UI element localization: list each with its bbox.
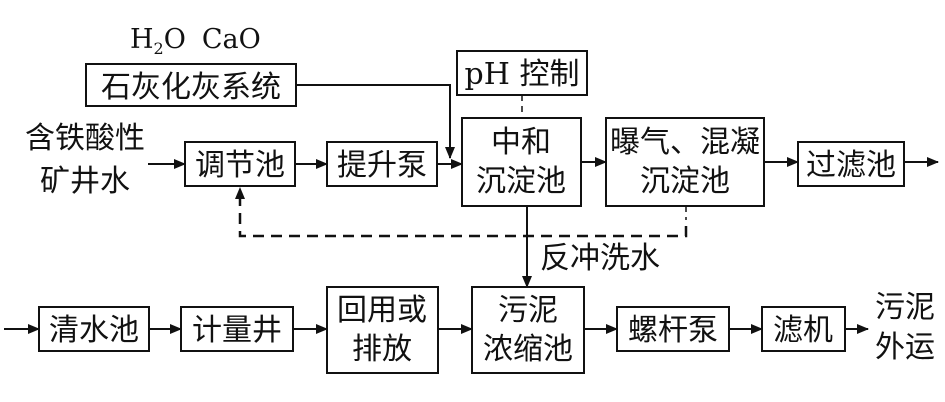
sludge-out-label-line2: 外运 <box>875 330 935 365</box>
neutralization-tank-box <box>461 117 582 207</box>
screw-pump-label: 螺杆泵 <box>628 313 718 348</box>
filter-press-label: 滤机 <box>773 313 833 348</box>
regulating-tank-box <box>184 141 296 187</box>
sludge-thickener-label-line1: 污泥 <box>498 293 558 328</box>
input-label-line1: 含铁酸性 <box>25 121 145 156</box>
metering-well-box <box>180 306 294 352</box>
sludge-out-label-line1: 污泥 <box>875 290 935 325</box>
arrow-lime-feed <box>296 84 455 159</box>
aeration-tank-label-line2: 沉淀池 <box>640 164 730 199</box>
reuse-discharge-label-line1: 回用或 <box>337 293 427 328</box>
dashed-return-line <box>235 187 688 238</box>
filter-tank-box <box>797 141 905 187</box>
input-label-line2: 矿井水 <box>40 164 130 199</box>
clear-water-tank-box <box>38 306 150 352</box>
backwash-water-label: 反冲洗水 <box>540 241 660 276</box>
sludge-thickener-label-line2: 浓缩池 <box>483 332 573 367</box>
lift-pump-label: 提升泵 <box>337 148 427 183</box>
neutralization-tank-label-line2: 沉淀池 <box>476 164 566 199</box>
aeration-tank-label-line1: 曝气、混凝 <box>610 125 760 160</box>
reuse-discharge-label-line2: 排放 <box>352 332 412 367</box>
lime-system-label: 石灰化灰系统 <box>101 70 281 105</box>
neutralization-tank-label-line1: 中和 <box>491 125 551 160</box>
filter-tank-label: 过滤池 <box>806 148 896 183</box>
clear-water-tank-label: 清水池 <box>49 313 139 348</box>
ph-control-label: pH 控制 <box>465 57 580 92</box>
regulating-tank-label: 调节池 <box>195 148 285 183</box>
ph-control-box <box>456 50 588 96</box>
metering-well-label: 计量井 <box>192 313 282 348</box>
screw-pump-box <box>616 306 730 352</box>
lime-system-box <box>85 63 297 107</box>
